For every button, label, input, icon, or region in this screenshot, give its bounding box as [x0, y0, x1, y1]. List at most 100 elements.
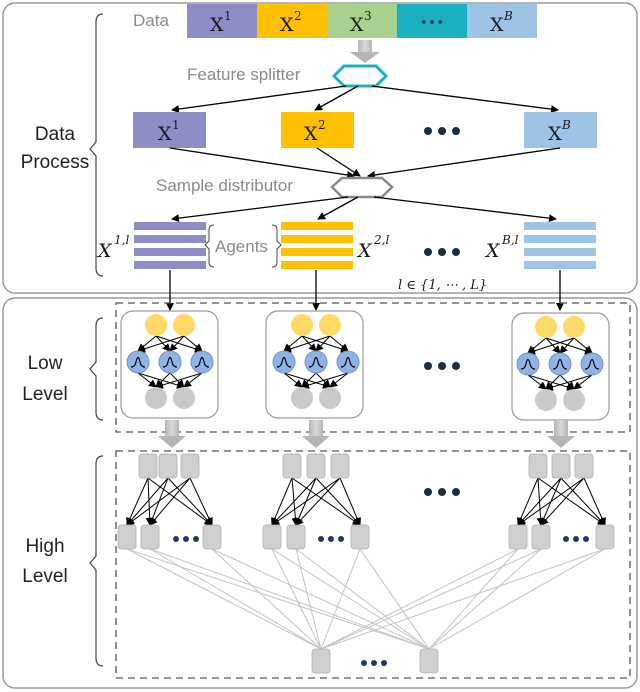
low-net-edge [183, 372, 203, 388]
gaussian-neuron [580, 352, 604, 376]
gaussian-icon [340, 356, 356, 368]
output-neuron [291, 387, 313, 409]
low-net-edge [315, 335, 331, 352]
high-level-edges [126, 477, 606, 650]
grey-arrow-low-high-B [547, 420, 575, 448]
high-edge-1 [167, 477, 213, 526]
agent-stack-2 [281, 222, 353, 269]
data-block-B: X B [467, 4, 537, 38]
data-block-3-sup: 3 [364, 9, 372, 23]
input-neuron [535, 316, 557, 338]
high-input-node [306, 453, 326, 479]
feature-box-ellipsis [424, 127, 460, 135]
high-output-edge [320, 548, 361, 650]
feature-box-1-base: X [158, 123, 172, 145]
high-hidden-node [350, 524, 370, 550]
low-net-edge [559, 374, 575, 390]
high-edge-2 [271, 477, 341, 526]
feature-box-B-base: X [548, 123, 562, 145]
high-output-edge [359, 548, 430, 650]
gaussian-icon [130, 356, 146, 368]
low-net-edge [573, 374, 593, 390]
data-block-1-sup: 1 [224, 9, 232, 23]
high-edge-2 [295, 477, 341, 526]
high-edge-2 [291, 477, 361, 526]
high-output-ellipsis-dot [361, 660, 367, 666]
high-hidden-ellipsis-dot [183, 536, 189, 542]
section-label-low: Low [28, 353, 63, 374]
gaussian-neuron [548, 352, 572, 376]
high-output-node [419, 648, 439, 674]
high-hidden-ellipsis-dot [328, 536, 334, 542]
high-hidden-ellipsis-dot [583, 536, 589, 542]
agent-symbol-1-sup: 1,l [114, 233, 129, 247]
dist-arrow-1 [171, 196, 349, 223]
feature-splitter-label: Feature splitter [187, 65, 301, 84]
section-label-high-level: Level [22, 566, 67, 587]
input-neuron [319, 314, 341, 336]
high-output-edge [320, 548, 519, 650]
high-output-edge [126, 548, 430, 650]
low-net-edge [183, 335, 203, 352]
high-output-ellipsis-dot [381, 660, 387, 666]
high-output-edge [211, 548, 322, 650]
high-input-node [528, 453, 548, 479]
high-edge-B [517, 477, 585, 526]
input-neuron [291, 314, 313, 336]
split-arrow-2 [314, 85, 359, 111]
gaussian-icon [584, 358, 600, 370]
high-input-node [282, 453, 302, 479]
high-edge-B [583, 477, 606, 526]
high-output-edge [271, 548, 430, 650]
high-input-node [158, 453, 178, 479]
high-hidden-node [117, 524, 137, 550]
low-net-edge [573, 337, 593, 354]
high-edge-2 [315, 477, 361, 526]
high-hidden-node [531, 524, 551, 550]
low-net-edge [329, 335, 349, 352]
data-block-ellipsis-dots: ••• [420, 15, 445, 31]
l-range-label: l ∈ {1, ⋯ , L} [398, 278, 487, 293]
split-arrow-B [371, 85, 559, 114]
low-net-edge [155, 335, 171, 352]
gaussian-icon [276, 356, 292, 368]
high-output-edge [295, 548, 322, 650]
low-net-2 [265, 310, 364, 419]
low-net-edge [527, 374, 547, 390]
data-block-2: X 2 [257, 4, 327, 38]
high-edge-2 [271, 477, 317, 526]
high-output-edge [149, 548, 322, 650]
feature-box-B-sup: B [561, 118, 571, 132]
low-net-edge [329, 372, 349, 388]
gaussian-neuron [516, 352, 540, 376]
gaussian-icon [162, 356, 178, 368]
high-hidden-ellipsis-dot [193, 536, 199, 542]
agent-symbol-B-sup: B,l [501, 233, 519, 247]
collect-arrow-B [367, 147, 561, 179]
low-net-edge [169, 372, 185, 388]
high-output-edge [320, 548, 542, 650]
grey-arrow-low-high-1 [158, 420, 186, 448]
high-input-node [180, 453, 200, 479]
data-block-ellipsis: ••• [397, 4, 467, 38]
output-neuron [535, 389, 557, 411]
high-output-edge [428, 548, 542, 650]
feature-box-2: X 2 [281, 112, 354, 148]
low-net-edge [169, 335, 185, 352]
dist-arrow-B [373, 196, 557, 223]
high-hidden-ellipsis-dot [573, 536, 579, 542]
high-output-edge [295, 548, 430, 650]
agent-symbol-2-sup: 2,l [373, 233, 389, 247]
high-group-2 [262, 453, 370, 550]
output-neuron [145, 387, 167, 409]
high-level-bracket [89, 455, 104, 667]
feature-box-2-sup: 2 [318, 118, 326, 132]
low-net-edge [545, 374, 593, 391]
input-neuron [563, 316, 585, 338]
gaussian-icon [194, 356, 210, 368]
high-edge-B [517, 477, 562, 526]
low-net-edge [283, 335, 331, 353]
high-hidden-node [595, 524, 615, 550]
gaussian-neuron [304, 350, 328, 374]
